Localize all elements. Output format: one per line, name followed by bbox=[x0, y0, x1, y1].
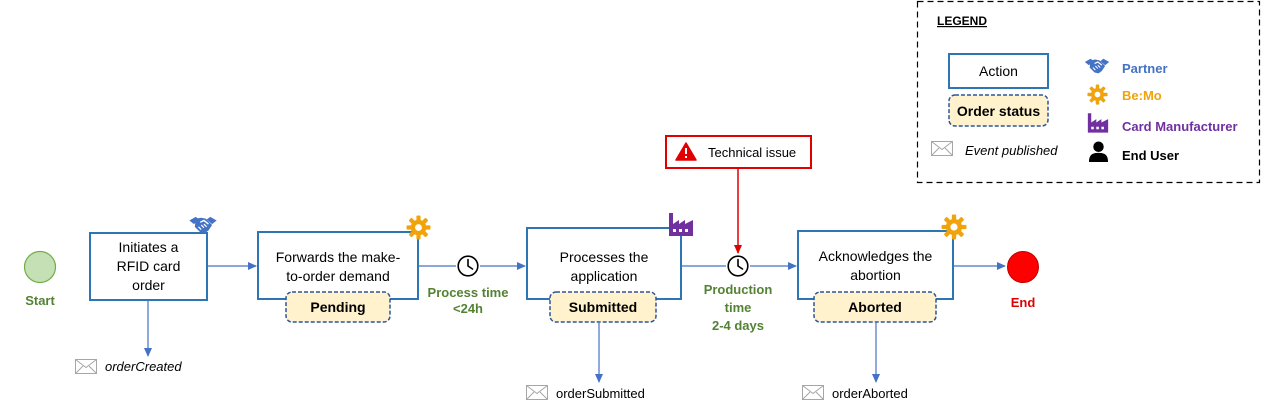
event-label: orderSubmitted bbox=[556, 386, 645, 401]
clock-icon bbox=[727, 255, 749, 277]
technical-issue-label: Technical issue bbox=[708, 145, 796, 160]
legend-frame bbox=[916, 0, 1261, 184]
envelope-icon bbox=[526, 385, 548, 400]
action-box bbox=[257, 231, 419, 300]
gear-icon bbox=[941, 214, 967, 240]
event-order-aborted: orderAborted bbox=[802, 385, 908, 401]
action-box bbox=[526, 227, 682, 300]
status-badge bbox=[285, 291, 391, 323]
status-badge bbox=[549, 291, 657, 323]
legend-actor-partner: Partner bbox=[1122, 61, 1168, 76]
timer-label: Process time bbox=[428, 285, 509, 300]
action-text: abortion bbox=[850, 267, 901, 283]
action-text: Initiates a bbox=[119, 239, 179, 255]
technical-issue: Technical issue bbox=[665, 135, 812, 254]
step-forward-demand: Forwards the make- to-order demand Pendi… bbox=[257, 215, 431, 323]
clock-icon bbox=[457, 255, 479, 277]
event-label: orderCreated bbox=[105, 359, 182, 374]
step-acknowledge-abortion: Acknowledges the abortion Aborted bbox=[797, 214, 967, 323]
factory-icon bbox=[669, 213, 693, 236]
timer-production-time: Production time 2-4 days bbox=[704, 255, 773, 333]
timer-process-time: Process time <24h bbox=[428, 255, 509, 316]
action-text: Forwards the make- bbox=[276, 249, 401, 265]
end-node bbox=[1007, 251, 1039, 283]
step-process-application: Processes the application Submitted bbox=[526, 213, 693, 323]
legend-status-label: Order status bbox=[957, 103, 1040, 119]
legend-status-box bbox=[948, 94, 1049, 127]
action-text: RFID card bbox=[117, 258, 181, 274]
status-text: Aborted bbox=[848, 299, 902, 315]
legend-action-box bbox=[948, 53, 1049, 89]
event-order-created: orderCreated bbox=[75, 359, 182, 374]
action-text: Acknowledges the bbox=[819, 248, 933, 264]
timer-label: <24h bbox=[453, 301, 483, 316]
start-node bbox=[23, 250, 57, 284]
action-text: Processes the bbox=[560, 249, 649, 265]
action-box bbox=[89, 232, 208, 301]
event-label: orderAborted bbox=[832, 386, 908, 401]
envelope-icon bbox=[802, 385, 824, 400]
gear-icon bbox=[1087, 84, 1108, 105]
timer-label: time bbox=[725, 300, 752, 315]
gear-icon bbox=[406, 215, 431, 240]
timer-label: Production bbox=[704, 282, 773, 297]
legend-title: LEGEND bbox=[937, 14, 987, 28]
legend-event-label: Event published bbox=[965, 143, 1058, 158]
legend-actor-card-manufacturer: Card Manufacturer bbox=[1122, 119, 1238, 134]
action-text: to-order demand bbox=[286, 268, 390, 284]
action-text: order bbox=[132, 277, 165, 293]
legend-actor-bemo: Be:Mo bbox=[1122, 88, 1162, 103]
legend-actor-end-user: End User bbox=[1122, 148, 1179, 163]
event-order-submitted: orderSubmitted bbox=[526, 385, 645, 401]
status-text: Pending bbox=[310, 299, 365, 315]
action-text: application bbox=[571, 268, 638, 284]
step-initiate-order: Initiates a RFID card order bbox=[89, 216, 218, 301]
envelope-icon bbox=[75, 359, 97, 374]
status-text: Submitted bbox=[569, 299, 637, 315]
timer-label: 2-4 days bbox=[712, 318, 764, 333]
legend-action-label: Action bbox=[979, 63, 1018, 79]
warning-icon bbox=[675, 142, 697, 161]
flow-arrows bbox=[144, 262, 1006, 383]
end-label: End bbox=[1011, 295, 1036, 310]
status-badge bbox=[813, 291, 937, 323]
action-box bbox=[797, 230, 954, 300]
start-label: Start bbox=[25, 293, 55, 308]
envelope-icon bbox=[931, 141, 953, 156]
handshake-icon bbox=[188, 216, 218, 234]
legend: LEGEND Action Order status Event publish… bbox=[916, 0, 1261, 184]
